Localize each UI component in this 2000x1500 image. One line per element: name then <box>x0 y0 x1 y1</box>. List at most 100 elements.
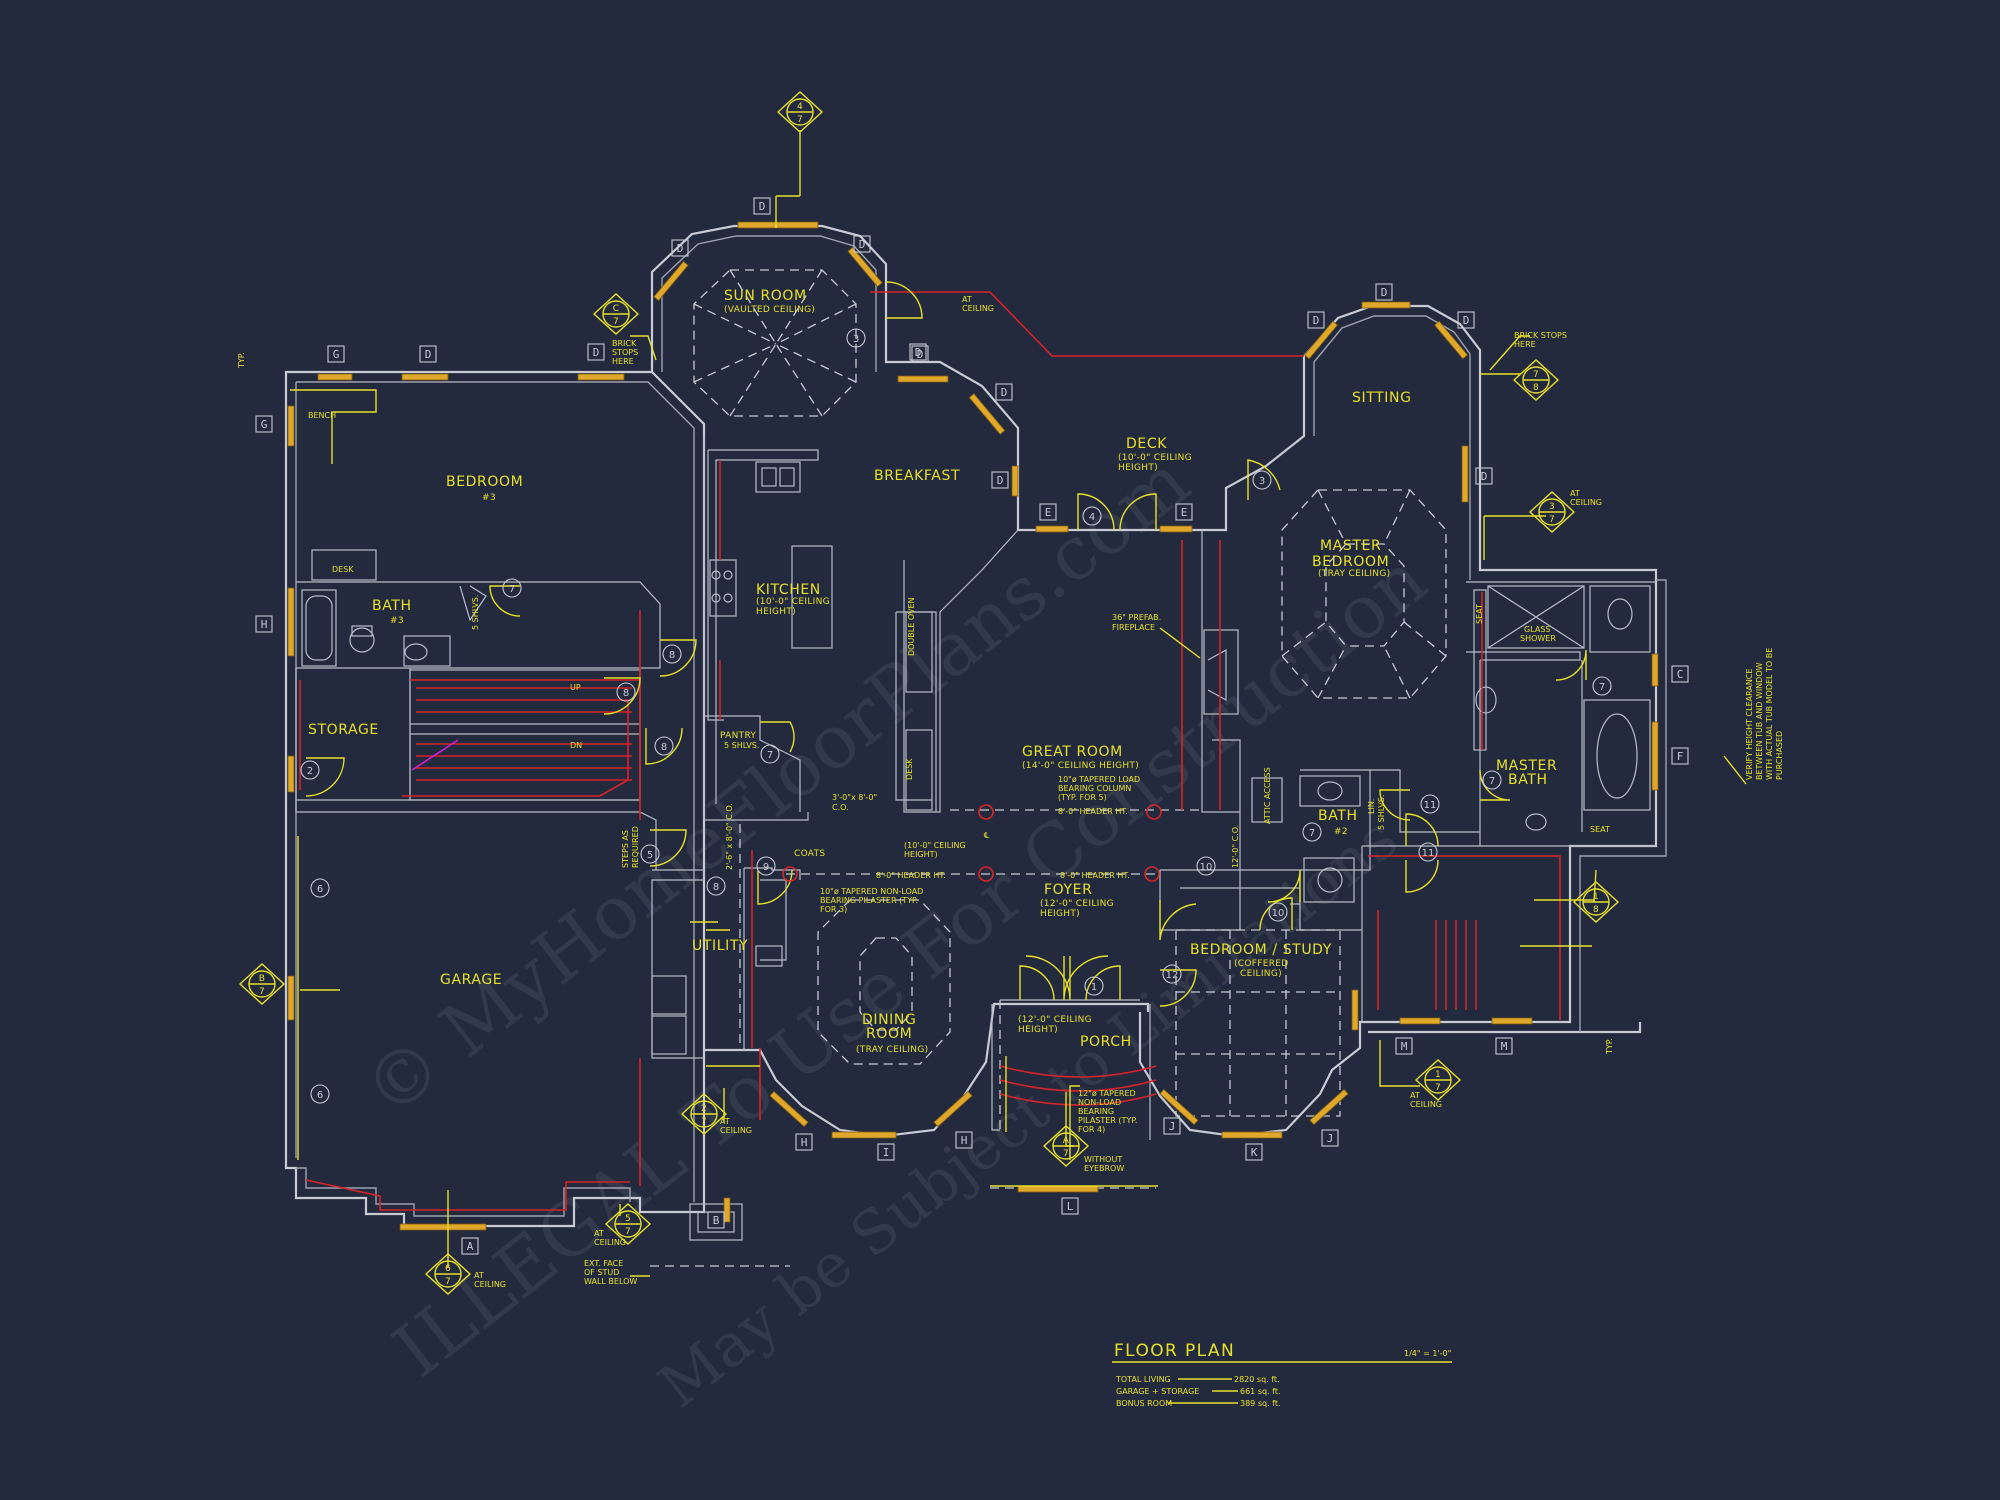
section-mark: 27 <box>680 1093 728 1135</box>
window-tag: D <box>1475 467 1493 485</box>
window-tag-letter: D <box>593 346 600 359</box>
label-porch-note2: HEIGHT) <box>1018 1025 1058 1035</box>
note-pilaster1: 10"ø TAPERED NON-LOAD <box>820 887 923 896</box>
section-mark-bottom: 7 <box>1063 1149 1069 1159</box>
label-foyer: FOYER <box>1044 882 1092 898</box>
window-tag-letter: D <box>917 348 924 361</box>
window-tag: A <box>461 1237 479 1255</box>
note-co-small: 2'-6" x 8'-0" C.O. <box>725 803 734 870</box>
window-tag-letter: J <box>1327 1132 1334 1145</box>
label-porch: PORCH <box>1080 1034 1132 1050</box>
section-mark-top: 2 <box>701 1104 707 1114</box>
note-dn: DN <box>570 741 582 750</box>
title-block-row-1-value: 661 sq. ft. <box>1240 1387 1281 1396</box>
door-number: 8 <box>706 876 726 896</box>
window-tag-letter: D <box>759 200 766 213</box>
label-bath3-num: #3 <box>390 616 404 626</box>
note-ceiling-4: CEILING <box>1410 1100 1442 1109</box>
section-mark-bottom: 7 <box>259 987 265 997</box>
note-verify3: WITH ACTUAL TUB MODEL TO BE <box>1765 648 1774 780</box>
label-study-note2: CEILING) <box>1240 969 1282 979</box>
note-header8c: 8'-0" HEADER HT. <box>1060 871 1130 880</box>
note-tapered1: 10"ø TAPERED LOAD <box>1058 775 1140 784</box>
red-lines <box>299 291 1561 1211</box>
note-ceiling-3: CEILING <box>720 1126 752 1135</box>
label-coats: COATS <box>794 849 825 859</box>
label-garage: GARAGE <box>440 972 502 988</box>
note-eyebrow1: WITHOUT <box>1084 1155 1122 1164</box>
label-pantry-note: 5 SHLVS. <box>724 741 759 750</box>
label-master-bedroom1: MASTER <box>1320 538 1381 554</box>
note-ceiling10-2: HEIGHT) <box>904 850 938 859</box>
label-master-bedroom2: BEDROOM <box>1312 554 1389 570</box>
note-seat2: SEAT <box>1590 825 1610 834</box>
label-deck-note2: HEIGHT) <box>1118 463 1158 473</box>
window-tag-letter: D <box>677 242 684 255</box>
door-number: 7 <box>1592 676 1612 696</box>
window-tag-letter: M <box>1401 1040 1408 1053</box>
window-tag-letter: M <box>1501 1040 1508 1053</box>
note-ext-face1: EXT. FACE <box>584 1259 623 1268</box>
columns <box>782 804 1162 882</box>
window-tag: H <box>795 1133 813 1151</box>
section-mark: 47 <box>776 91 824 133</box>
title-block-row-0-value: 2820 sq. ft. <box>1234 1375 1280 1384</box>
door-number-text: 4 <box>1089 512 1095 523</box>
label-sun-room-note: (VAULTED CEILING) <box>724 305 815 315</box>
section-mark-bottom: 7 <box>613 317 619 327</box>
label-dining-note: (TRAY CEILING) <box>856 1045 928 1055</box>
door-number-text: 11 <box>1422 848 1435 859</box>
note-tapered3: (TYP. FOR 5) <box>1058 793 1107 802</box>
label-master-bath1: MASTER <box>1496 758 1557 774</box>
title-block-row-2-label: BONUS ROOM <box>1116 1399 1172 1408</box>
window-tag: D <box>753 197 771 215</box>
door-number: 6 <box>310 878 330 898</box>
note-steps1: STEPS AS <box>621 830 630 868</box>
note-porch-pil5: FOR 4) <box>1078 1125 1105 1134</box>
note-brick-stops1: BRICK <box>612 339 637 348</box>
label-dining2: ROOM <box>866 1026 912 1042</box>
door-number-text: 7 <box>1309 828 1315 839</box>
section-mark-bottom: 8 <box>1533 383 1539 393</box>
window-tag: G <box>255 415 273 433</box>
door-number: 12 <box>1162 964 1182 984</box>
door-number-text: 11 <box>1424 800 1437 811</box>
window-tag: L <box>1061 1197 1079 1215</box>
note-ceiling-sm: 12'-0" C.O. <box>1231 825 1240 868</box>
window-tag-letter: H <box>801 1136 808 1149</box>
note-brick-stops2: STOPS <box>612 348 638 357</box>
note-porch-pil3: BEARING <box>1078 1107 1114 1116</box>
note-cl: ℄ <box>984 831 990 840</box>
room-labels: SUN ROOM (VAULTED CEILING) BEDROOM #3 BA… <box>308 288 1557 1055</box>
section-mark-top: 4 <box>797 102 803 112</box>
door-number-text: 6 <box>317 1090 323 1101</box>
window-tag-letter: D <box>1463 314 1470 327</box>
section-mark-bottom: 7 <box>797 115 803 125</box>
window-tag-letter: D <box>425 348 432 361</box>
label-kitchen-note2: HEIGHT) <box>756 607 796 617</box>
door-number-text: 10 <box>1272 908 1285 919</box>
section-mark-bottom: 7 <box>1435 1083 1441 1093</box>
note-at-ceiling-2: AT <box>1570 489 1580 498</box>
door-number: 10 <box>1196 856 1216 876</box>
window-tag: M <box>1495 1037 1513 1055</box>
note-fireplace1: 36" PREFAB. <box>1112 613 1161 622</box>
label-utility: UTILITY <box>692 938 748 954</box>
section-mark: 18 <box>1572 881 1620 923</box>
label-porch-note1: (12'-0" CEILING <box>1018 1015 1092 1025</box>
note-desk: DESK <box>332 565 354 574</box>
windows <box>287 221 1659 1231</box>
door-number-text: 2 <box>307 766 313 777</box>
window-tag: G <box>327 345 345 363</box>
window-tag: H <box>255 615 273 633</box>
title-block-row-1-label: GARAGE + STORAGE <box>1116 1387 1199 1396</box>
window-tag-letter: K <box>1251 1146 1258 1159</box>
section-mark: B7 <box>238 963 286 1005</box>
window-tag-letter: C <box>1677 668 1684 681</box>
window-tag: E <box>1039 503 1057 521</box>
note-brick-stops-here: BRICK STOPS <box>1514 331 1567 340</box>
section-mark-top: C <box>613 304 620 314</box>
label-bath2-num: #2 <box>1334 827 1348 837</box>
label-foyer-note1: (12'-0" CEILING <box>1040 899 1114 909</box>
note-ceiling-5: CEILING <box>594 1238 626 1247</box>
